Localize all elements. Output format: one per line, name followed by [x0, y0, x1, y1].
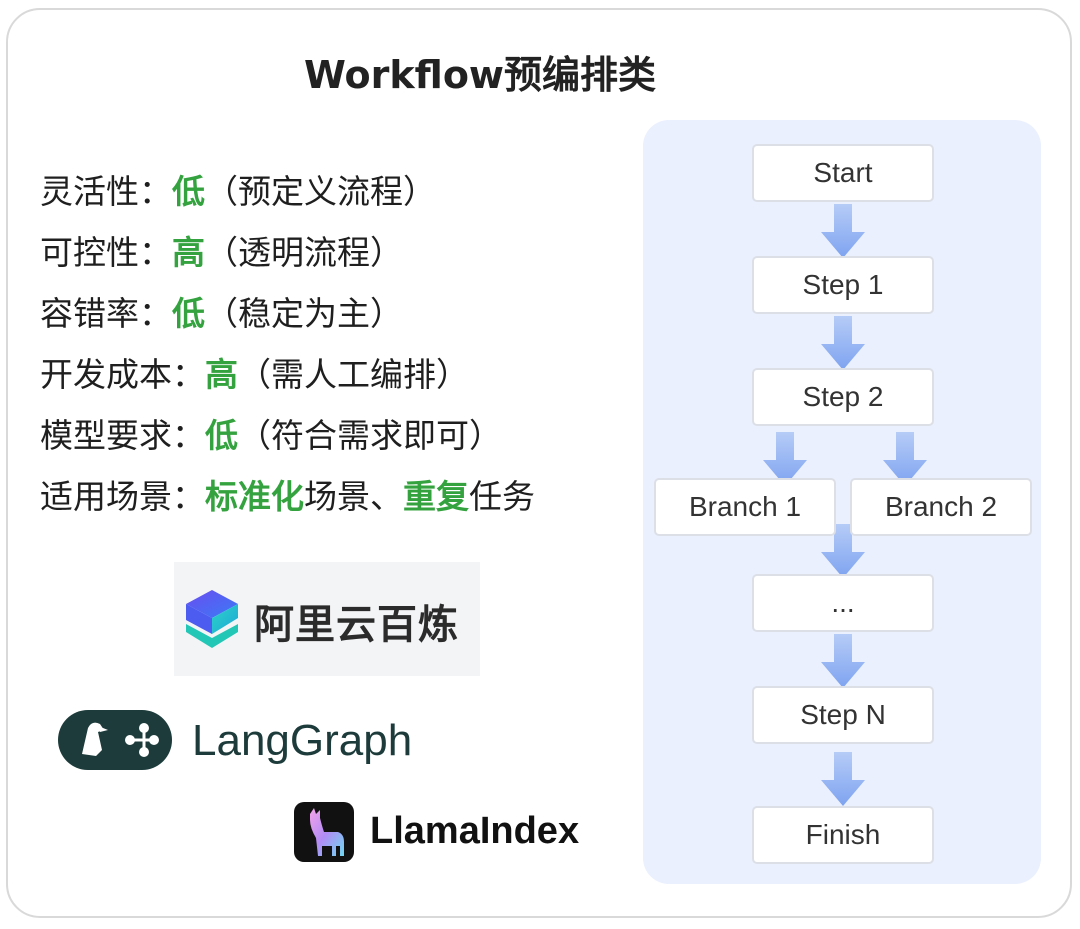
- property-label: 模型要求：: [40, 416, 205, 455]
- property-note: （稳定为主）: [205, 294, 403, 333]
- llamaindex-logo-text: LlamaIndex: [370, 810, 580, 852]
- property-label: 可控性：: [40, 233, 172, 272]
- property-scenario: 适用场景：标准化场景、重复任务: [40, 469, 535, 530]
- property-note: （需人工编排）: [238, 355, 469, 394]
- property-value: 低: [172, 294, 205, 333]
- scenario-label: 适用场景：: [40, 477, 205, 516]
- property-label: 容错率：: [40, 294, 172, 333]
- property-note: （透明流程）: [205, 233, 403, 272]
- property-fault-tolerance: 容错率：低（稳定为主）: [40, 286, 535, 347]
- down-arrow-icon: [821, 634, 865, 688]
- flow-node-step-2: Step 2: [752, 368, 934, 426]
- flow-node-step-n: Step N: [752, 686, 934, 744]
- llama-icon: [294, 802, 354, 862]
- scenario-mid: 场景、: [304, 477, 403, 516]
- property-list: 灵活性：低（预定义流程） 可控性：高（透明流程） 容错率：低（稳定为主） 开发成…: [40, 164, 535, 530]
- langgraph-logo: LangGraph: [56, 708, 456, 774]
- scenario-tail: 任务: [469, 477, 535, 516]
- parrot-graph-icon: [58, 710, 172, 770]
- bailian-logo-text: 阿里云百炼: [254, 602, 459, 648]
- scenario-highlight-repeat: 重复: [403, 477, 469, 516]
- down-arrow-icon: [821, 316, 865, 370]
- property-label: 灵活性：: [40, 172, 172, 211]
- bailian-cube-icon: [186, 590, 238, 648]
- property-value: 低: [172, 172, 205, 211]
- llamaindex-logo: LlamaIndex: [294, 802, 624, 864]
- property-label: 开发成本：: [40, 355, 205, 394]
- property-flexibility: 灵活性：低（预定义流程）: [40, 164, 535, 225]
- property-model-requirement: 模型要求：低（符合需求即可）: [40, 408, 535, 469]
- property-controllability: 可控性：高（透明流程）: [40, 225, 535, 286]
- property-note: （预定义流程）: [205, 172, 436, 211]
- flow-node-start: Start: [752, 144, 934, 202]
- property-value: 低: [205, 416, 238, 455]
- flow-node-step-1: Step 1: [752, 256, 934, 314]
- property-dev-cost: 开发成本：高（需人工编排）: [40, 347, 535, 408]
- flow-node-finish: Finish: [752, 806, 934, 864]
- down-arrow-icon: [821, 752, 865, 806]
- property-value: 高: [205, 355, 238, 394]
- scenario-highlight-standardized: 标准化: [205, 477, 304, 516]
- bailian-logo: 阿里云百炼: [174, 562, 480, 676]
- down-arrow-icon: [821, 204, 865, 258]
- langgraph-logo-text: LangGraph: [192, 716, 413, 765]
- flow-node-branch-1: Branch 1: [654, 478, 836, 536]
- page-title: Workflow预编排类: [303, 53, 657, 97]
- property-note: （符合需求即可）: [238, 416, 502, 455]
- flow-node-branch-2: Branch 2: [850, 478, 1032, 536]
- flow-node-ellipsis: ...: [752, 574, 934, 632]
- property-value: 高: [172, 233, 205, 272]
